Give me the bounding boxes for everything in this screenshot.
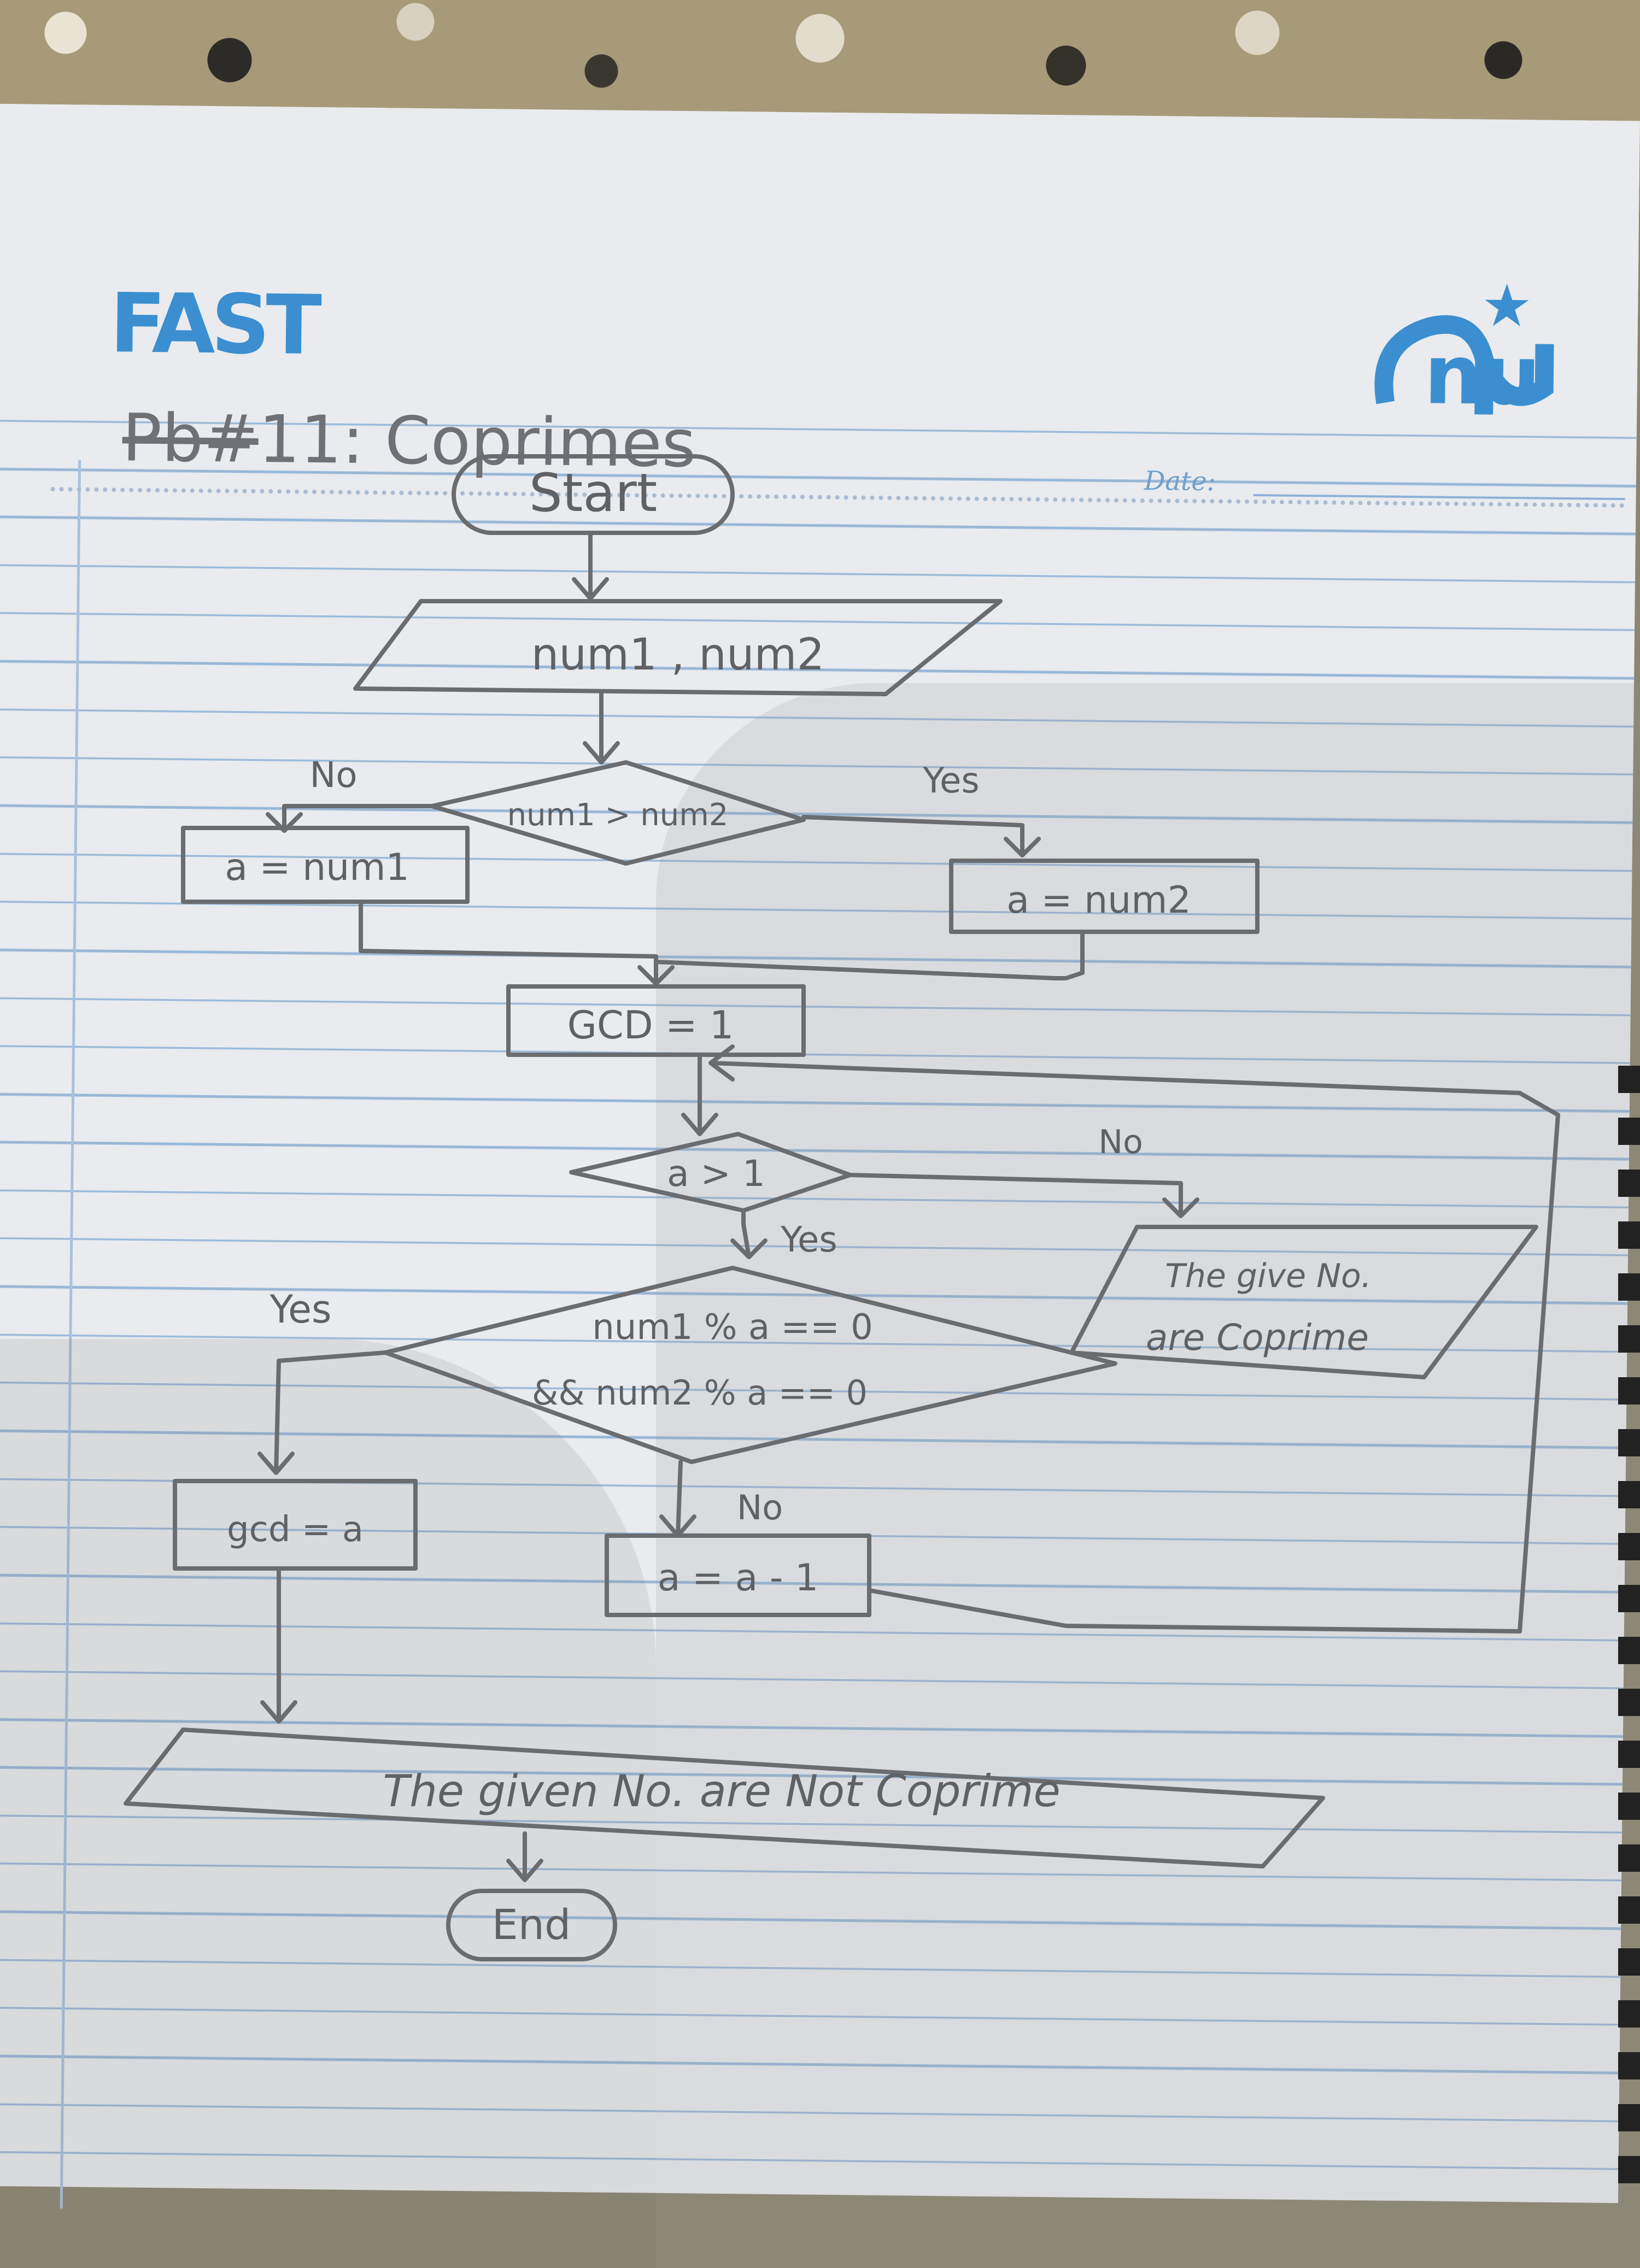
assign-num2-label: a = num2: [1006, 879, 1191, 922]
shadow-overlay: [656, 683, 1640, 2268]
start-terminator: [452, 454, 735, 535]
arrow-compare-no: [266, 804, 434, 833]
coprime-output: [1069, 1225, 1538, 1379]
shadow-overlay-lower: [0, 1339, 656, 2268]
gcd-init-box: [506, 984, 806, 1057]
not-coprime-label: The given No. are Not Coprime: [383, 1766, 1061, 1817]
not-coprime-output: [124, 1728, 1325, 1869]
flowchart: Start num1 , num2 num1 > num2 No Yes a =…: [124, 454, 1560, 1961]
arrow-gcd-output: [260, 1566, 297, 1724]
assign-num1-label: a = num1: [225, 846, 409, 889]
decrement-box: [605, 1533, 871, 1617]
compare-no-label: No: [309, 755, 357, 796]
end-terminator: [446, 1889, 617, 1961]
arrow-gcd-loop: [681, 1053, 718, 1136]
input-label: num1 , num2: [531, 629, 825, 680]
divides-yes-label: Yes: [270, 1287, 332, 1332]
loop-no-label: No: [1098, 1123, 1143, 1161]
coprime-output-line1: The give No.: [1165, 1257, 1372, 1295]
arrow-loop-back: [708, 1044, 1560, 1634]
loop-cond-label: a > 1: [667, 1153, 765, 1195]
input-parallelogram: [353, 599, 1003, 696]
divides-no-label: No: [737, 1488, 783, 1527]
arrow-loop-yes: [730, 1208, 768, 1259]
compare-decision: [430, 760, 806, 866]
notebook-spiral: [1618, 1066, 1640, 2186]
nu-logo-text: nu: [1424, 327, 1541, 424]
arrow-num1-merge: [359, 900, 675, 986]
assign-num2-box: [949, 859, 1260, 934]
arrow-input-decision: [583, 692, 620, 765]
arrow-output-end: [506, 1831, 543, 1882]
arrow-num2-merge: [654, 930, 1085, 980]
gcd-assign-label: gcd = a: [227, 1509, 364, 1550]
assign-num1-box: [181, 826, 470, 904]
gcd-init-label: GCD = 1: [567, 1003, 734, 1048]
end-label: End: [492, 1900, 571, 1949]
arrow-loop-no: [848, 1173, 1199, 1218]
arrow-start-input: [572, 531, 609, 601]
divides-line2: && num2 % a == 0: [532, 1373, 868, 1413]
arrow-divides-no: [659, 1460, 696, 1538]
notebook-page: FAST nu Pb#11: Coprimes Date:: [0, 104, 1640, 2209]
gcd-assign-box: [173, 1479, 418, 1571]
coprime-output-line2: are Coprime: [1146, 1317, 1369, 1359]
arrow-divides-yes: [257, 1350, 388, 1475]
start-label: Start: [529, 462, 658, 524]
divides-decision: [383, 1266, 1117, 1464]
decrement-label: a = a - 1: [658, 1556, 819, 1600]
nu-logo: nu: [1374, 283, 1554, 424]
loop-yes-label: Yes: [780, 1220, 837, 1260]
compare-yes-label: Yes: [922, 761, 979, 801]
compare-label: num1 > num2: [507, 797, 729, 833]
arrow-compare-yes: [801, 815, 1041, 857]
divides-line1: num1 % a == 0: [592, 1307, 873, 1348]
